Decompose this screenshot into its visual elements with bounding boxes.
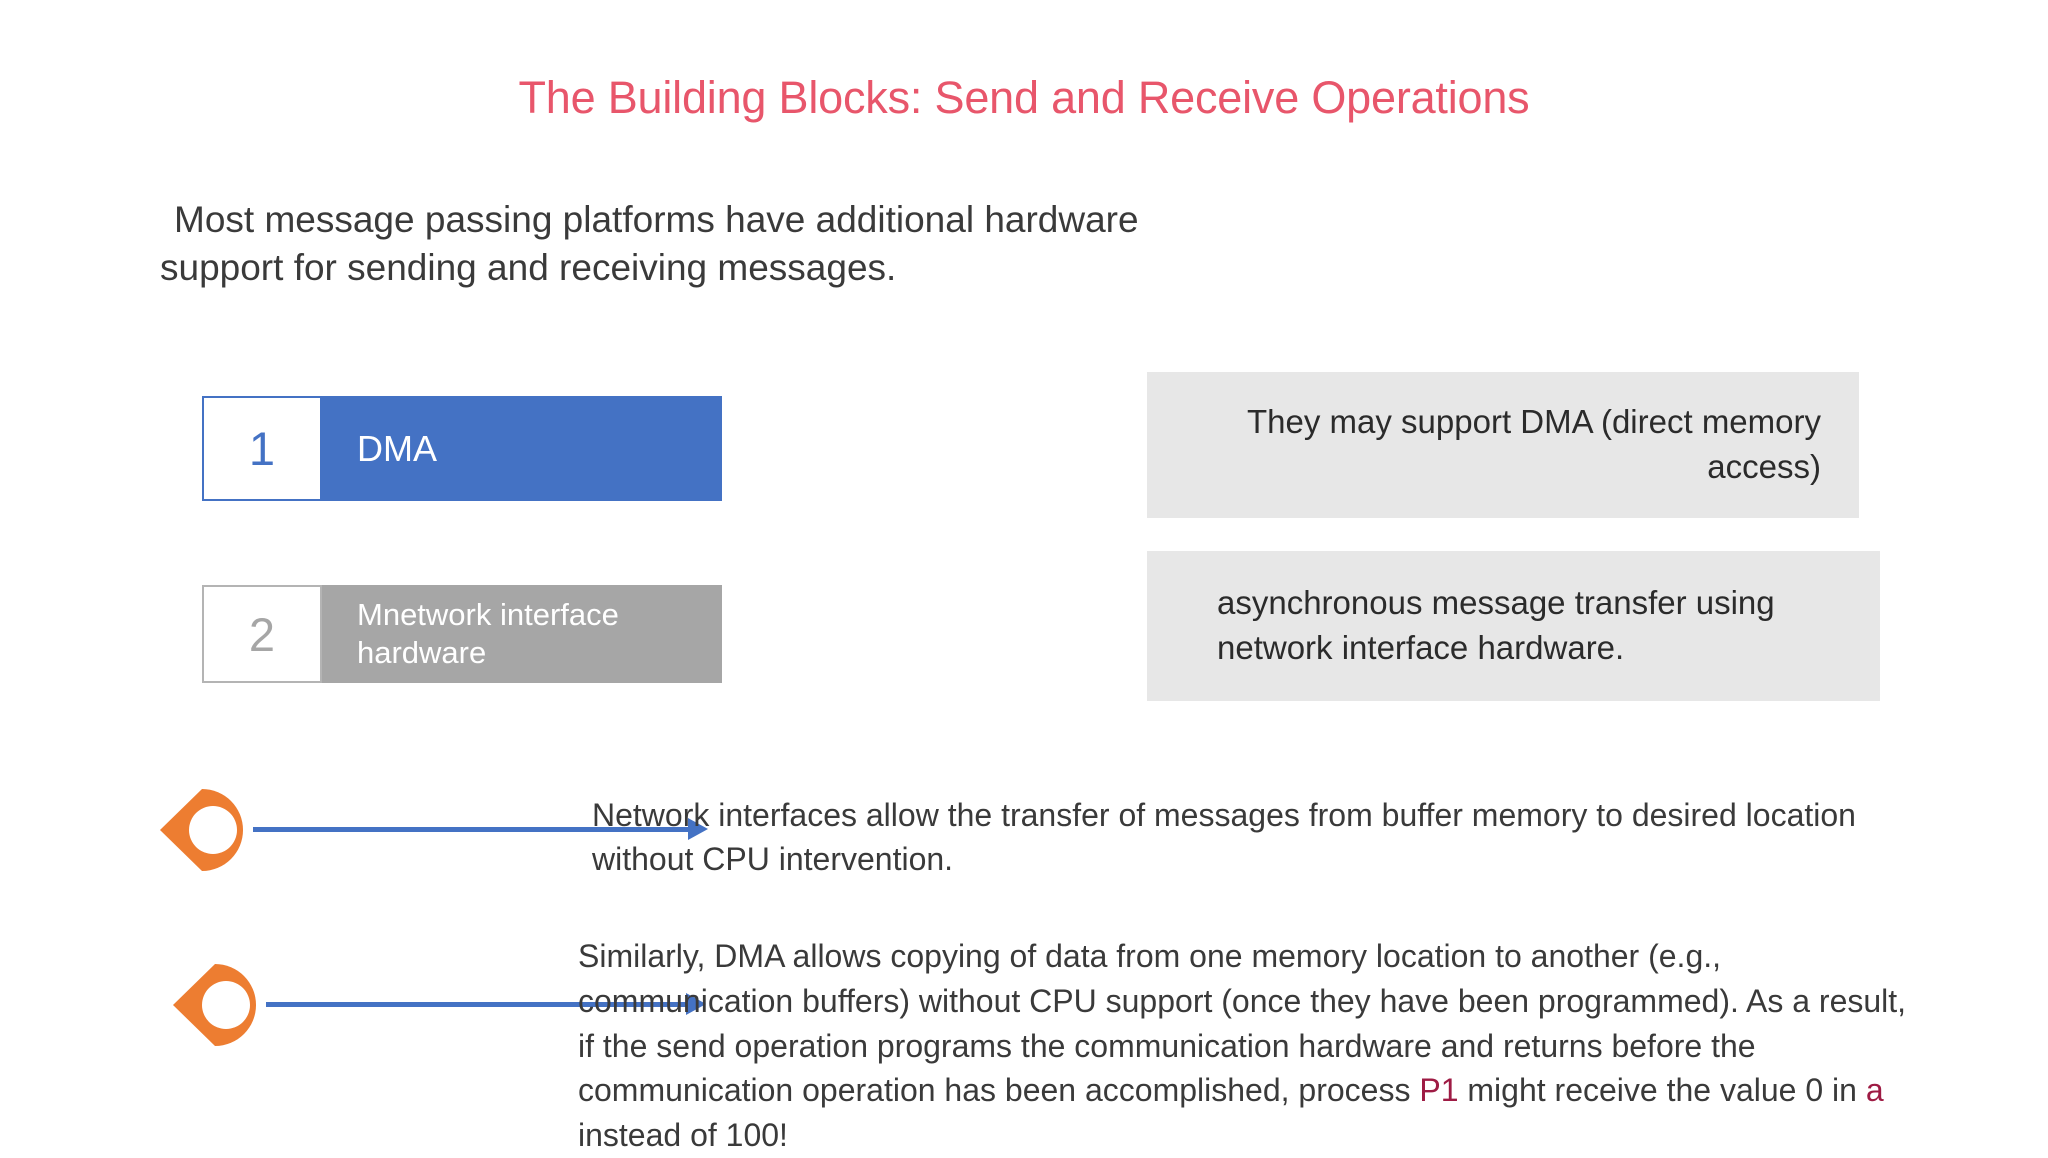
note-2-highlight-p1: P1 [1419,1072,1459,1109]
note-2-part-2: might receive the value 0 in [1458,1072,1866,1109]
note-2-highlight-a: a [1865,1072,1884,1109]
note-2-part-3: instead of 100! [578,1117,788,1154]
callout-box-async-transfer: asynchronous message transfer using netw… [1147,551,1880,701]
arrow-head-2 [686,993,706,1015]
pin-arrow-row-2 [168,960,706,1050]
callout-box-dma: They may support DMA (direct memory acce… [1147,372,1859,518]
numbered-block-network-interface[interactable]: 2 Mnetwork interface hardware [202,585,722,683]
intro-line-2: support for sending and receiving messag… [160,247,897,289]
location-pin-icon [173,964,257,1046]
intro-paragraph: Most message passing platforms have addi… [160,196,1410,292]
arrow-line-1 [253,827,693,832]
block-label-dma: DMA [322,396,722,501]
block-label-network-interface: Mnetwork interface hardware [322,585,722,683]
note-text-network-interfaces: Network interfaces allow the transfer of… [592,797,1856,878]
arrow-head-1 [688,818,708,840]
page-title: The Building Blocks: Send and Receive Op… [518,72,1530,123]
block-number-1: 1 [202,396,322,501]
location-pin-icon [160,789,244,871]
numbered-block-dma[interactable]: 1 DMA [202,396,722,501]
note-2-part-1: Similarly, DMA allows copying of data fr… [578,938,1907,1109]
block-number-2: 2 [202,585,322,683]
intro-line-1: Most message passing platforms have addi… [174,199,1139,240]
arrow-line-2 [266,1002,691,1007]
pin-arrow-row-1 [155,785,708,875]
note-text-dma-copying: Similarly, DMA allows copying of data fr… [578,934,1908,1158]
